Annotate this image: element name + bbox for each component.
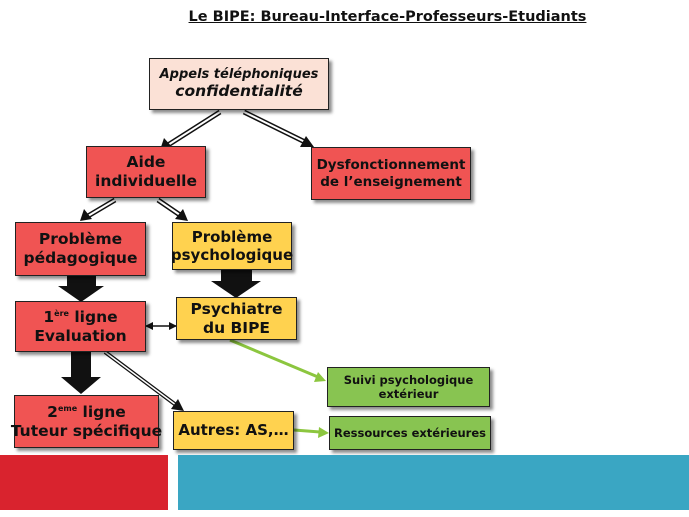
deuxieme-ligne-num: 2: [47, 402, 58, 421]
footer-band-red: [0, 455, 168, 510]
node-autres-line1: Autres: AS,…: [178, 421, 289, 440]
arrow-aide-to-psychologique: [156, 197, 188, 221]
node-ressources-line1: Ressources extérieures: [334, 425, 486, 440]
node-appels-telephoniques: Appels téléphoniques confidentialité: [149, 58, 329, 110]
node-psychiatre-line1: Psychiatre: [190, 299, 283, 318]
node-pedagogique-line1: Problème: [38, 230, 123, 249]
arrow-appels-to-dysfonctionnement: [242, 109, 314, 147]
node-aide-line1: Aide: [126, 153, 166, 172]
premiere-ligne-rest: ligne: [68, 307, 118, 326]
node-dysfonctionnement-line2: de l’enseignement: [320, 173, 462, 190]
arrow-appels-to-aide: [160, 109, 222, 150]
node-deuxieme-ligne-line2: Tuteur spécifique: [10, 421, 163, 440]
arrow-autres-to-ressources: [293, 427, 329, 438]
deuxieme-ligne-sup: eme: [57, 403, 78, 413]
node-suivi-line1: Suivi psychologique: [343, 372, 474, 387]
node-probleme-psychologique: Problème psychologique: [170, 222, 294, 270]
arrow-premiere-ligne-to-autres: [103, 350, 184, 411]
node-dysfonctionnement: Dysfonctionnement de l’enseignement: [311, 147, 471, 200]
arrow-psychologique-to-psychiatre: [211, 270, 261, 298]
node-aide-line2: individuelle: [95, 172, 197, 190]
node-deuxieme-ligne: 2eme ligne Tuteur spécifique: [10, 395, 163, 448]
node-psychologique-line2: psychologique: [170, 246, 294, 264]
node-dysfonctionnement-line1: Dysfonctionnement: [316, 157, 466, 174]
node-ressources-exterieures: Ressources extérieures: [329, 416, 491, 450]
arrow-pedagogique-to-premiere-ligne: [58, 276, 104, 302]
node-suivi-line2: extérieur: [378, 387, 439, 401]
node-premiere-ligne-line2: Evaluation: [34, 326, 127, 345]
node-psychologique-line1: Problème: [191, 227, 273, 246]
node-suivi-psychologique: Suivi psychologique extérieur: [327, 367, 490, 407]
premiere-ligne-sup: ère: [54, 308, 69, 318]
arrow-aide-to-pedagogique: [80, 197, 117, 221]
footer-band-blue: [178, 455, 689, 510]
node-appels-line2: confidentialité: [175, 82, 303, 101]
node-deuxieme-ligne-line1: 2eme ligne: [47, 403, 126, 422]
node-probleme-pedagogique: Problème pédagogique: [15, 222, 146, 276]
arrow-premiere-ligne-to-deuxieme-ligne: [61, 352, 101, 394]
page-title: Le BIPE: Bureau-Interface-Professeurs-Et…: [188, 9, 587, 25]
node-aide-individuelle: Aide individuelle: [86, 146, 206, 198]
arrow-psychiatre-to-suivi: [229, 338, 326, 382]
node-pedagogique-line2: pédagogique: [23, 249, 138, 267]
node-appels-line1: Appels téléphoniques: [159, 66, 319, 82]
node-premiere-ligne-line1: 1ère ligne: [43, 308, 117, 327]
deuxieme-ligne-rest: ligne: [77, 402, 126, 421]
node-autres: Autres: AS,…: [173, 411, 294, 450]
node-psychiatre-line2: du BIPE: [202, 318, 271, 337]
node-premiere-ligne: 1ère ligne Evaluation: [15, 301, 146, 352]
node-psychiatre: Psychiatre du BIPE: [176, 297, 297, 340]
premiere-ligne-num: 1: [43, 307, 55, 326]
